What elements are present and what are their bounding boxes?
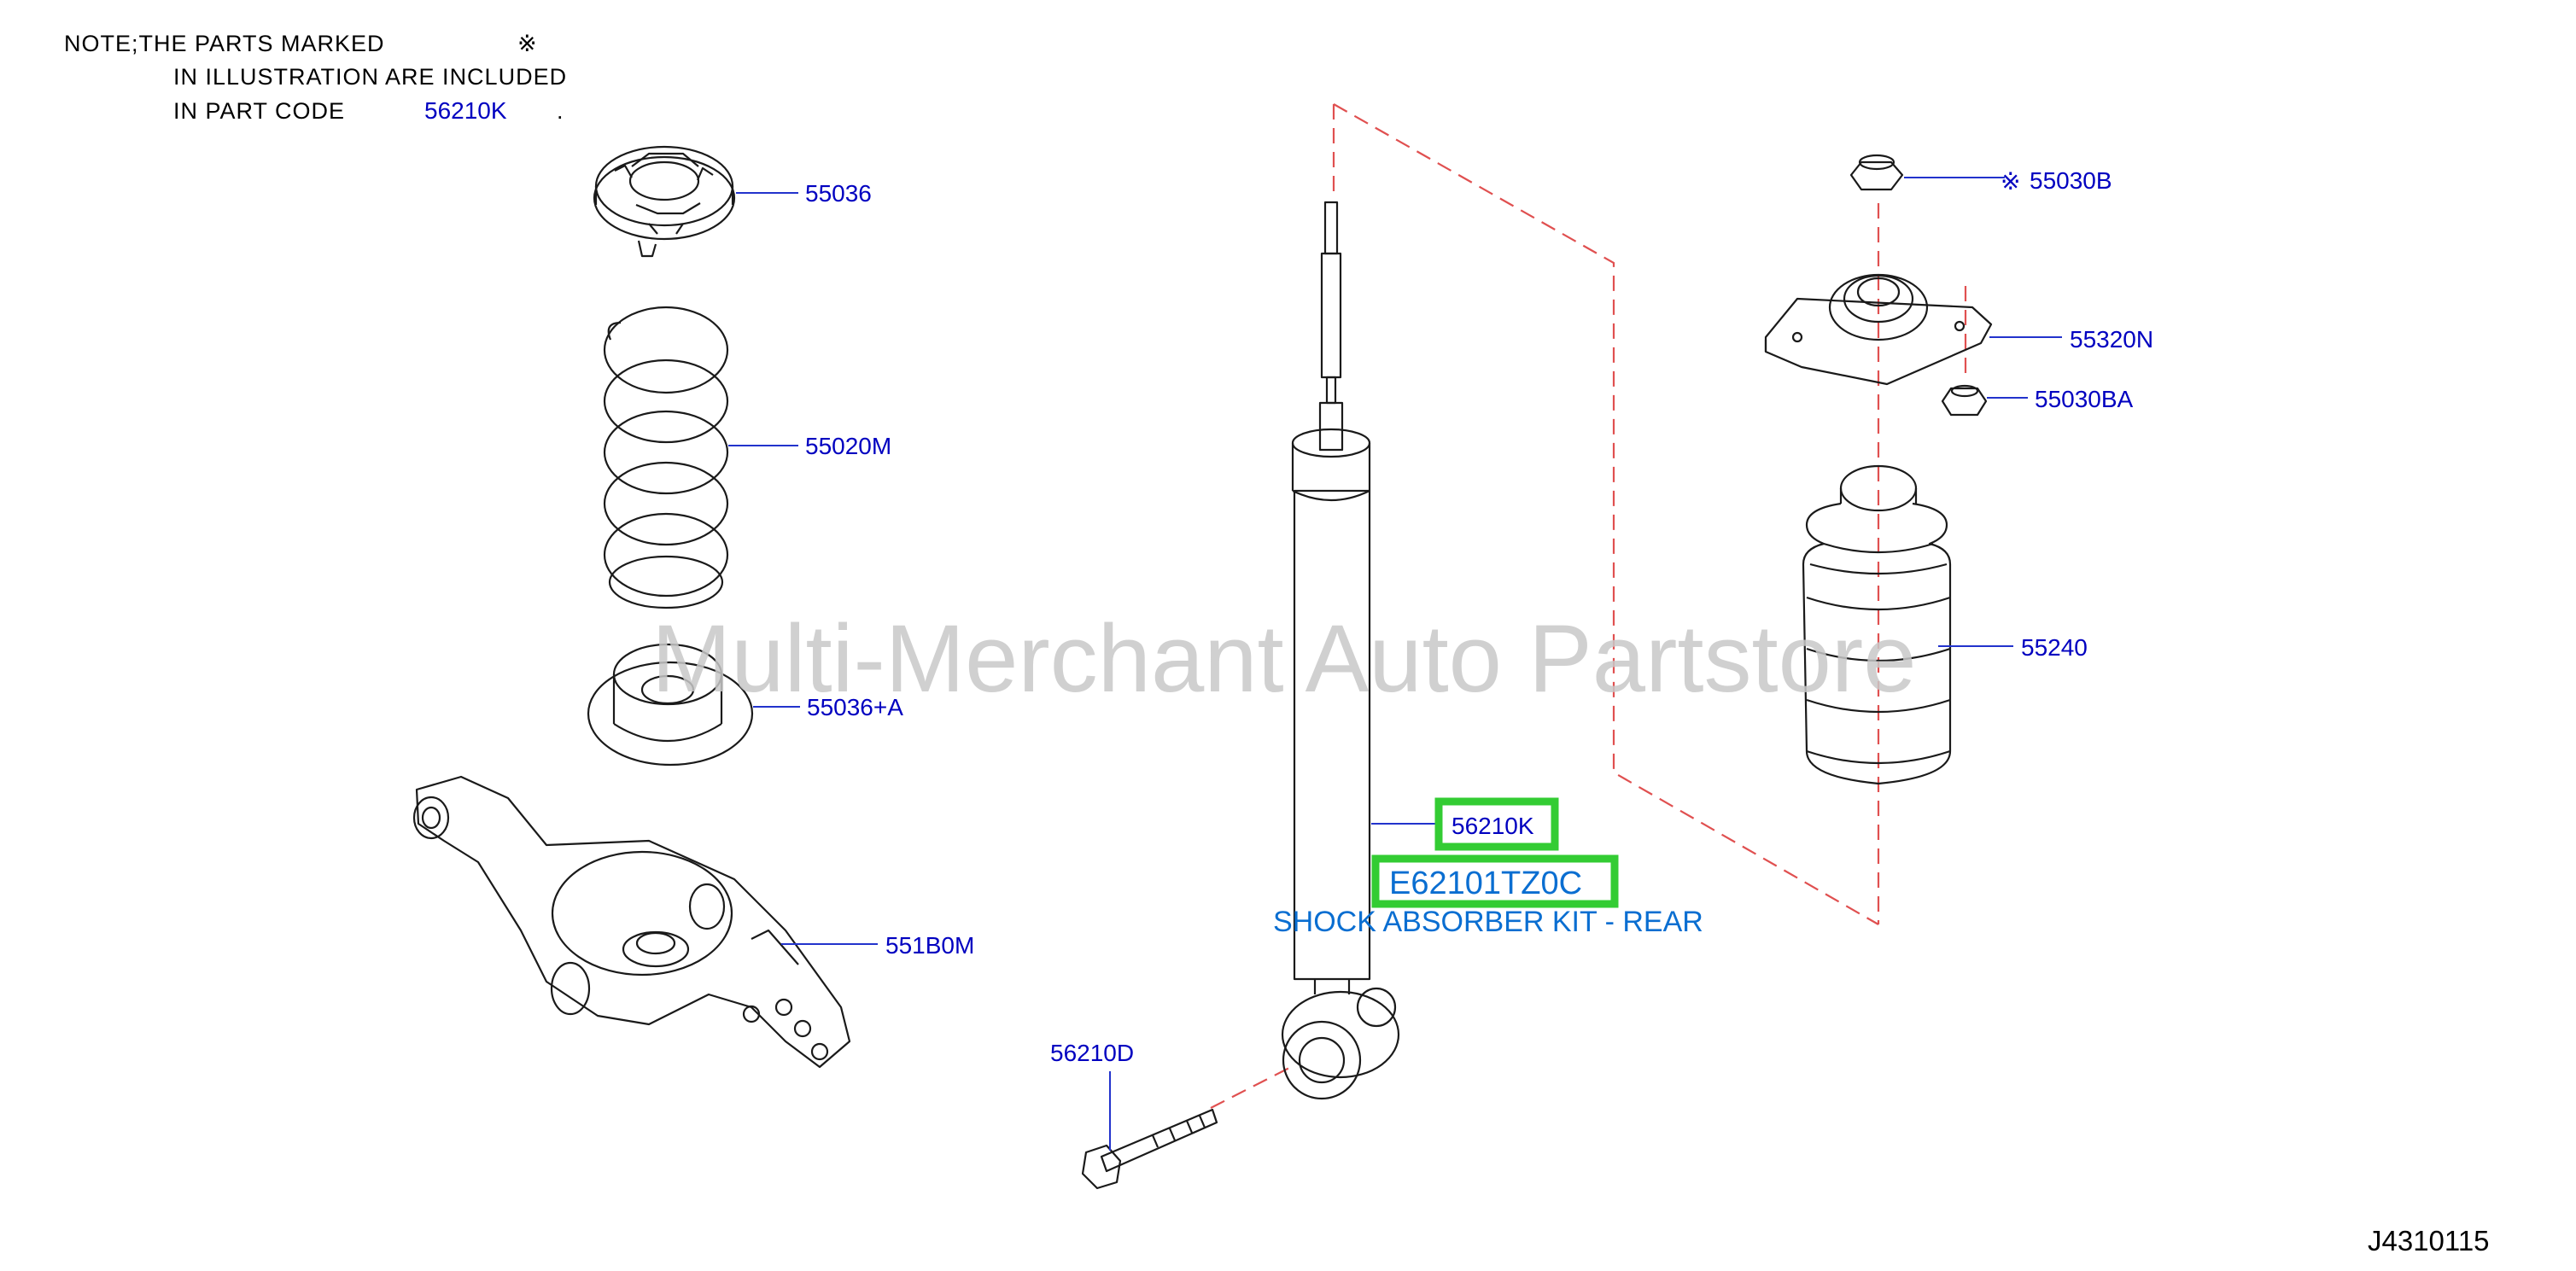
part-label-55240[interactable]: 55240 bbox=[2021, 634, 2088, 661]
diagram-code: J4310115 bbox=[2368, 1225, 2490, 1256]
note-line-2: IN ILLUSTRATION ARE INCLUDED bbox=[173, 64, 567, 90]
note-line-3: IN PART CODE bbox=[173, 98, 345, 124]
bolt-drawing bbox=[1081, 1108, 1218, 1190]
assembly-dash-line bbox=[1333, 103, 1879, 925]
part-label-56210K[interactable]: 56210K bbox=[1452, 813, 1534, 839]
part-description: SHOCK ABSORBER KIT - REAR bbox=[1273, 906, 1703, 938]
note-symbol: ※ bbox=[517, 31, 538, 56]
highlight-box-oem bbox=[1371, 854, 1619, 908]
part-label-55030B[interactable]: 55030B bbox=[2030, 167, 2112, 194]
part-label-55320N[interactable]: 55320N bbox=[2070, 326, 2153, 353]
bump-stop-drawing bbox=[1802, 464, 1952, 785]
coil-spring-drawing bbox=[603, 306, 729, 609]
watermark: Multi-Merchant Auto Partstore bbox=[651, 605, 1916, 712]
note-line-1: NOTE;THE PARTS MARKED bbox=[64, 31, 385, 56]
note-period: . bbox=[557, 98, 564, 124]
part-mark-55030B: ※ bbox=[2001, 168, 2020, 195]
lower-spring-seat-drawing bbox=[587, 643, 754, 767]
note-block: NOTE;THE PARTS MARKED ※ IN ILLUSTRATION … bbox=[64, 31, 567, 124]
part-label-56210D[interactable]: 56210D bbox=[1050, 1040, 1134, 1066]
bolt-dash-line bbox=[1210, 1066, 1292, 1109]
note-part-code: 56210K bbox=[424, 97, 507, 124]
upper-spring-seat-drawing bbox=[593, 145, 736, 258]
part-label-55036[interactable]: 55036 bbox=[805, 180, 872, 207]
part-label-55030BA[interactable]: 55030BA bbox=[2035, 386, 2134, 412]
mount-nut-drawing bbox=[1941, 384, 1988, 417]
part-label-55036A[interactable]: 55036+A bbox=[807, 694, 903, 720]
shock-absorber-drawing bbox=[1281, 201, 1400, 1100]
part-label-55020M[interactable]: 55020M bbox=[805, 433, 891, 459]
lower-control-arm-drawing bbox=[412, 775, 851, 1069]
oem-part-number[interactable]: E62101TZ0C bbox=[1389, 866, 1582, 901]
top-nut-drawing bbox=[1849, 154, 1904, 191]
strut-mount-drawing bbox=[1764, 273, 1993, 386]
highlight-box-56210K bbox=[1434, 797, 1559, 851]
part-label-551B0M[interactable]: 551B0M bbox=[885, 932, 974, 959]
